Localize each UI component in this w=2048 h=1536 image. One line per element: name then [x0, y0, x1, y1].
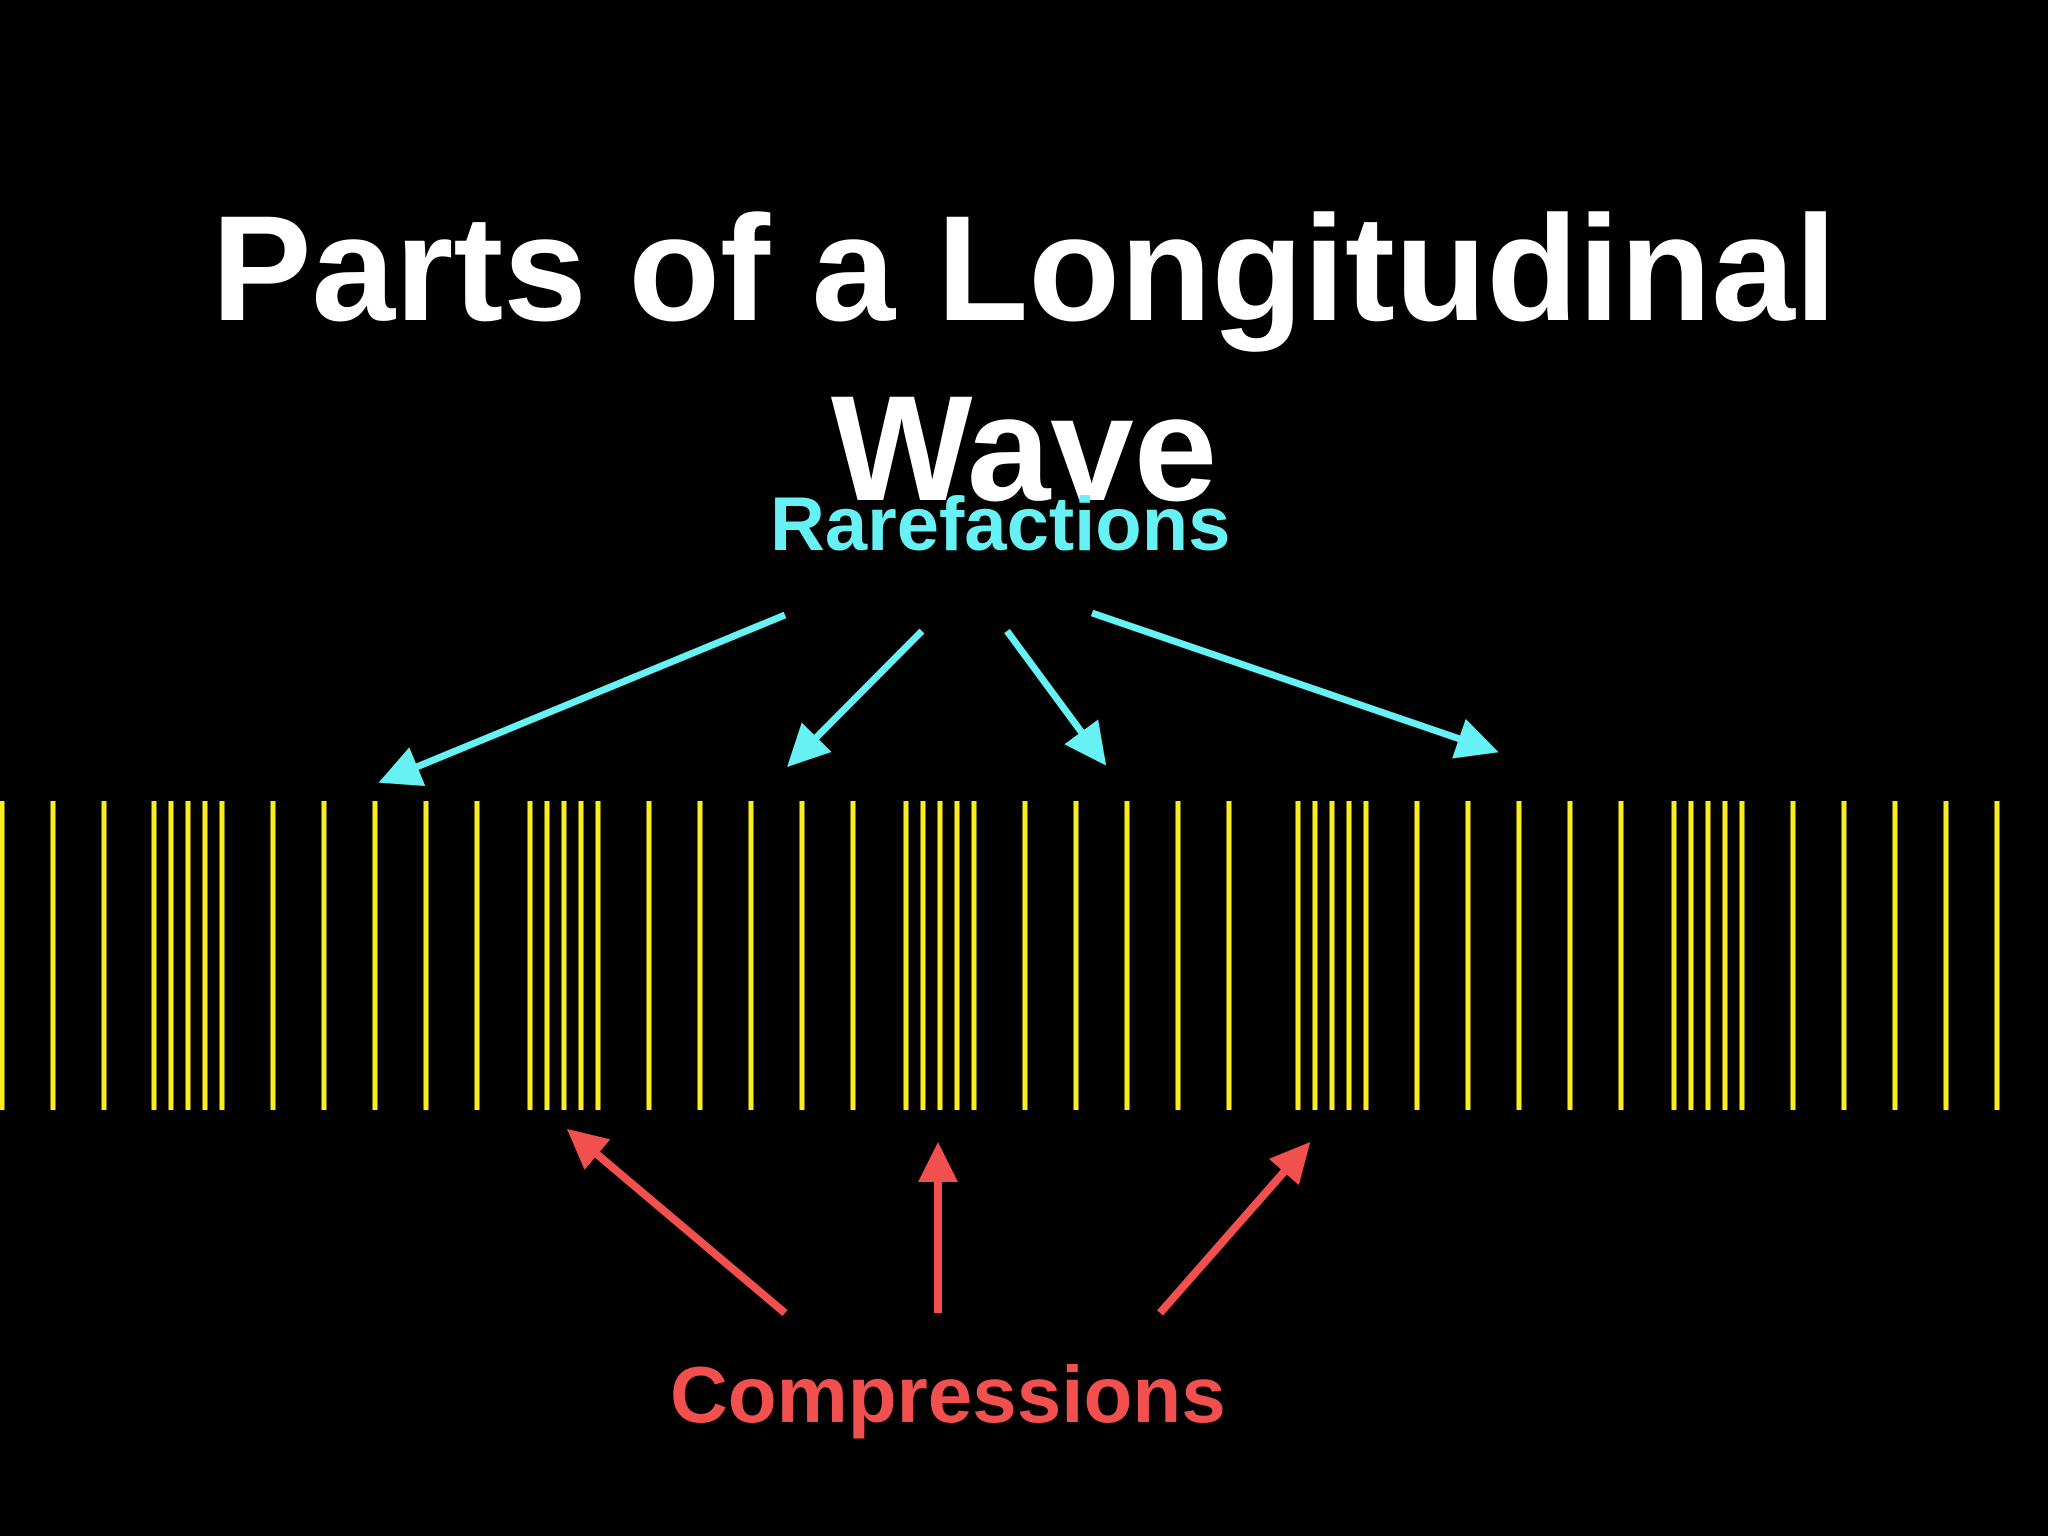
page-title: Parts of a Longitudinal Wave: [0, 178, 2048, 538]
compression-arrow: [1156, 1141, 1311, 1316]
rarefactions-label: Rarefactions: [770, 482, 1231, 567]
rarefaction-arrow: [787, 628, 925, 767]
rarefaction-arrow: [1004, 628, 1107, 766]
rarefaction-arrows: [378, 609, 1499, 787]
wave-lines: [0, 801, 2000, 1110]
compression-arrow: [566, 1128, 788, 1317]
rarefaction-arrow: [1090, 609, 1499, 759]
title-line-2: Wave: [830, 364, 1218, 532]
compressions-label: Compressions: [670, 1350, 1226, 1439]
title-line-1: Parts of a Longitudinal: [211, 184, 1837, 352]
compression-arrows: [566, 1128, 1311, 1317]
rarefaction-arrow: [378, 611, 787, 787]
